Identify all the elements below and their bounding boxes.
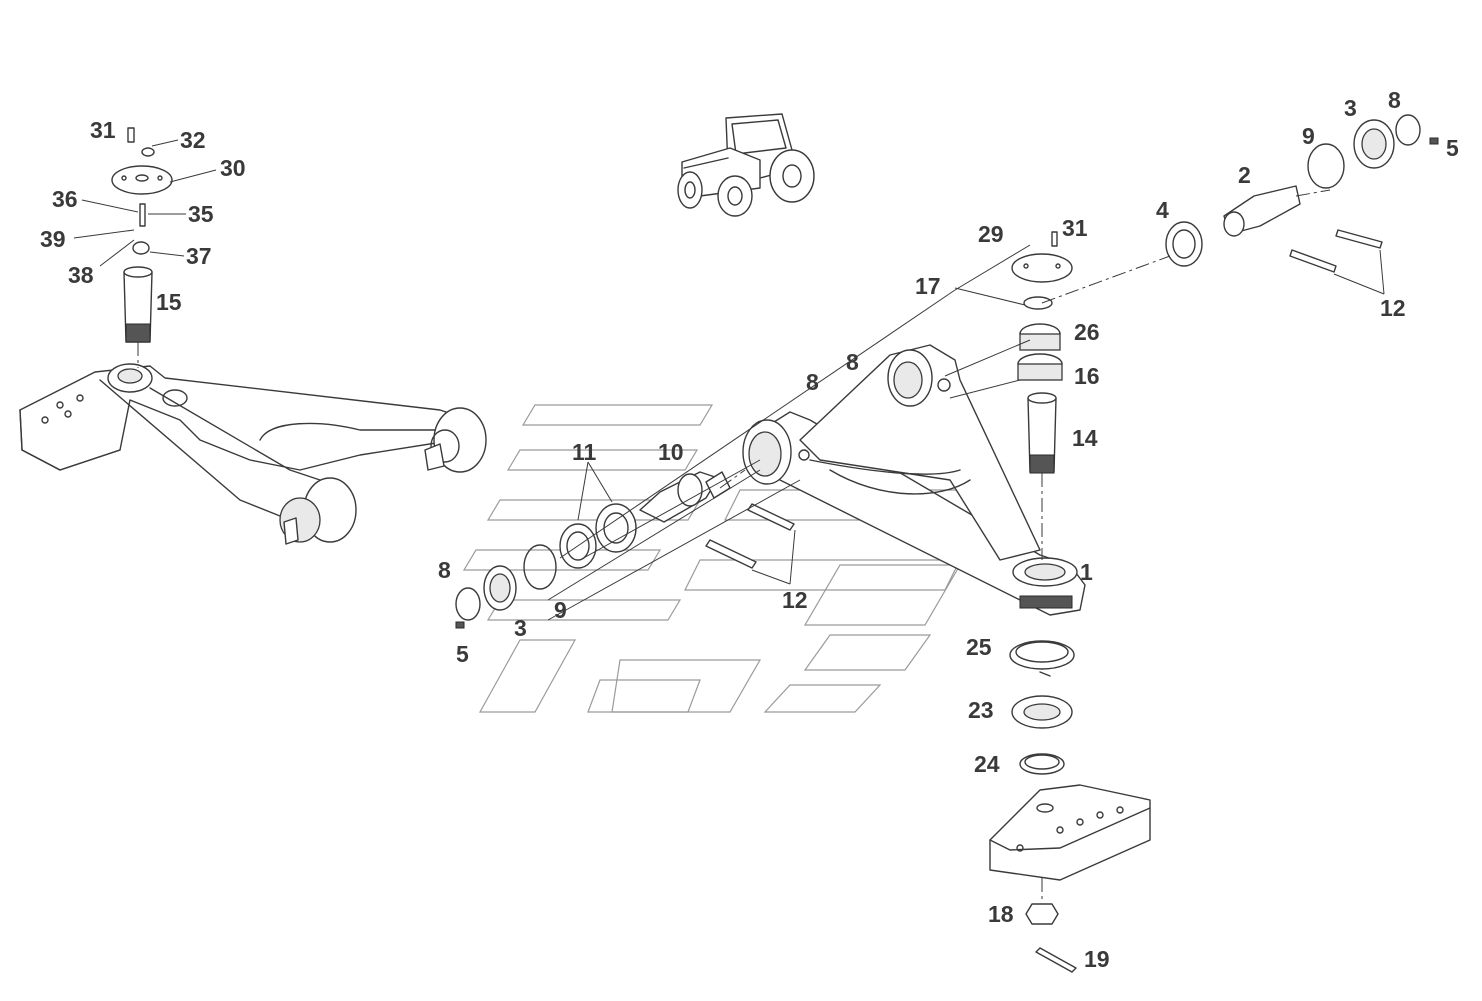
callout-labels: 31 32 30 36 35 39 37 38 15 29 31 17 26 1… <box>40 87 1459 972</box>
callout-16: 16 <box>1074 363 1100 389</box>
callout-30: 30 <box>220 155 246 181</box>
watermark-logo <box>462 404 991 713</box>
callout-36: 36 <box>52 186 78 212</box>
callout-8: 8 <box>846 349 859 375</box>
callout-32: 32 <box>180 127 206 153</box>
callout-9: 9 <box>554 597 567 623</box>
callout-8: 8 <box>1388 87 1401 113</box>
callout-23: 23 <box>968 697 994 723</box>
callout-1: 1 <box>1080 559 1093 585</box>
callout-3: 3 <box>514 615 527 641</box>
lower-seal-stack <box>989 640 1151 973</box>
callout-38: 38 <box>68 262 94 288</box>
left-bushing-stack <box>455 469 795 629</box>
callout-12: 12 <box>1380 295 1406 321</box>
callout-19: 19 <box>1084 946 1110 972</box>
callout-29: 29 <box>978 221 1004 247</box>
callout-15: 15 <box>156 289 182 315</box>
callout-26: 26 <box>1074 319 1100 345</box>
callout-2: 2 <box>1238 162 1251 188</box>
callout-5: 5 <box>1446 135 1459 161</box>
callout-3: 3 <box>1344 95 1357 121</box>
callout-25: 25 <box>966 634 992 660</box>
callout-10: 10 <box>658 439 684 465</box>
callout-14: 14 <box>1072 425 1098 451</box>
main-a-arm <box>742 344 1086 616</box>
callout-35: 35 <box>188 201 214 227</box>
leader-lines <box>73 139 1385 621</box>
tractor-icon <box>677 113 815 217</box>
callout-4: 4 <box>1156 197 1169 223</box>
upper-left-pin-stack <box>111 127 173 368</box>
control-arm-assembled <box>19 363 487 545</box>
callout-8: 8 <box>438 557 451 583</box>
callout-39: 39 <box>40 226 66 252</box>
callout-17: 17 <box>915 273 941 299</box>
callout-18: 18 <box>988 901 1014 927</box>
callout-5: 5 <box>456 641 469 667</box>
callout-11: 11 <box>572 439 597 465</box>
right-pivot-stack <box>1041 114 1439 304</box>
callout-12: 12 <box>782 587 808 613</box>
callout-37: 37 <box>186 243 212 269</box>
callout-8: 8 <box>806 369 819 395</box>
callout-31: 31 <box>1062 215 1088 241</box>
right-king-pin-stack <box>1011 231 1073 560</box>
callout-24: 24 <box>974 751 1000 777</box>
callout-9: 9 <box>1302 123 1315 149</box>
callout-31: 31 <box>90 117 116 143</box>
